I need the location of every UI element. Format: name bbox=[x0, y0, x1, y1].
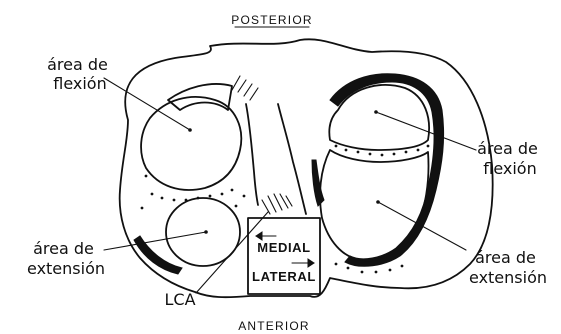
right-extension-line2: extensión bbox=[469, 268, 547, 287]
right-inner-rim bbox=[312, 160, 324, 206]
lca-label: LCA bbox=[164, 290, 195, 309]
left-flexion-area bbox=[141, 97, 241, 190]
left-flexion-line1: área de bbox=[47, 55, 108, 74]
left-extension-label: área de extensión bbox=[27, 239, 105, 278]
notch-left-line bbox=[246, 104, 258, 205]
right-flexion-line2: flexión bbox=[483, 159, 536, 178]
right-meniscus-rim bbox=[330, 74, 444, 267]
right-flexion-line1: área de bbox=[477, 139, 538, 158]
medial-arrow-icon bbox=[256, 232, 276, 240]
leader-left-extension bbox=[104, 232, 206, 250]
right-flexion-label: área de flexión bbox=[477, 139, 543, 178]
posterior-label: POSTERIOR bbox=[231, 13, 312, 27]
right-extension-line1: área de bbox=[475, 248, 536, 267]
anterior-label: ANTERIOR bbox=[238, 319, 310, 333]
lateral-label: LATERAL bbox=[252, 269, 316, 284]
left-extension-line1: área de bbox=[33, 239, 94, 258]
left-flexion-label: área de flexión bbox=[47, 55, 113, 93]
leader-right-flexion bbox=[376, 112, 476, 150]
left-extension-line2: extensión bbox=[27, 259, 105, 278]
right-extension-label: área de extensión bbox=[469, 248, 547, 287]
left-flexion-line2: flexión bbox=[53, 74, 106, 93]
medial-label: MEDIAL bbox=[257, 240, 310, 255]
lateral-arrow-icon bbox=[292, 259, 314, 267]
left-meniscus-hatch bbox=[232, 76, 258, 100]
notch-hatch bbox=[262, 194, 292, 214]
